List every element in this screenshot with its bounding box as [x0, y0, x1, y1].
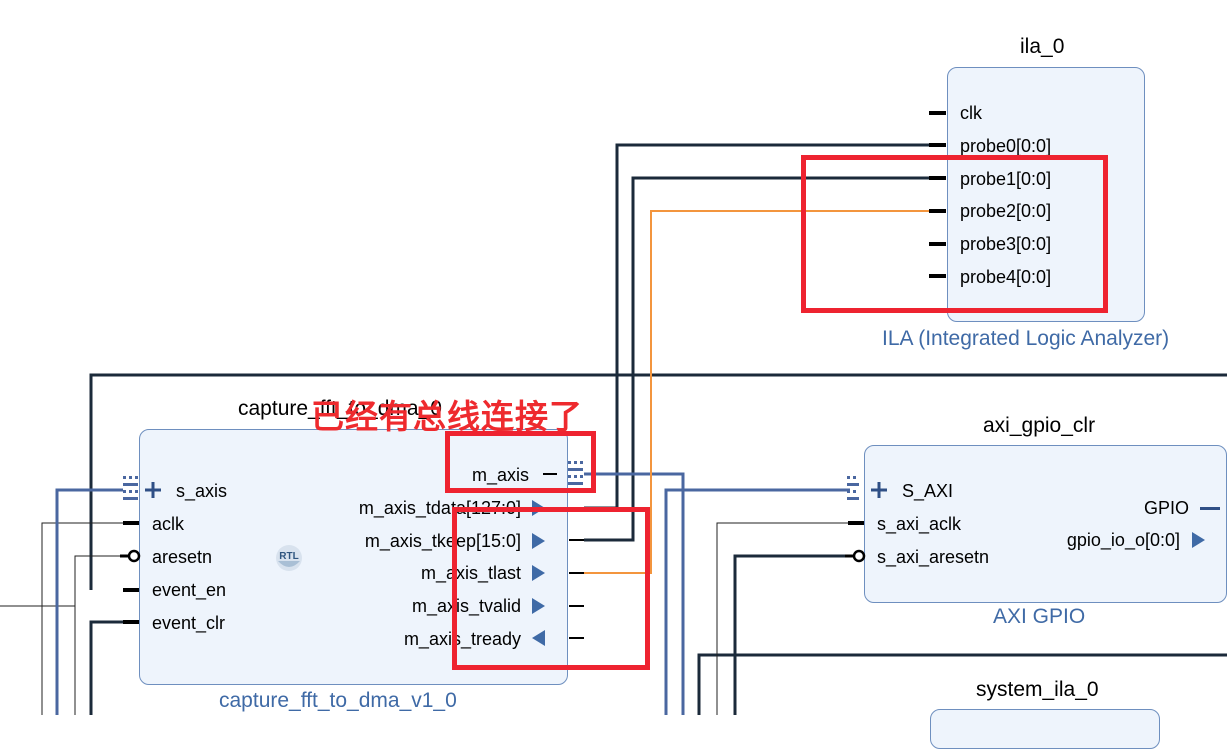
event-clr-stub[interactable]: [123, 620, 139, 624]
rtl-badge-label: RTL: [279, 551, 299, 562]
wiring-canvas: [0, 143, 1227, 715]
rtl-badge-icon: [276, 545, 302, 571]
m-axis-bus-icon[interactable]: [566, 459, 590, 489]
ila-pin-probe1: probe1[0:0]: [960, 169, 1052, 189]
gpio-block[interactable]: [864, 445, 1227, 603]
capture-block[interactable]: [139, 429, 568, 685]
annotation-box-m-axis: [445, 431, 596, 493]
ila-block[interactable]: [947, 67, 1145, 322]
capture-pin-tkeep: m_axis_tkeep[15:0]: [364, 531, 521, 551]
event-en-stub[interactable]: [123, 588, 139, 592]
m-axis-dash: [543, 473, 557, 475]
capture-right-arrows: [532, 500, 584, 646]
gpio-pin-gpio: GPIO: [1143, 498, 1189, 518]
annotation-box-signals: [452, 507, 650, 670]
bus-s-axi: [664, 488, 850, 715]
wire-gpio-aresetn: [733, 554, 857, 715]
capture-pin-aresetn: aresetn: [152, 547, 213, 567]
capture-pin-event-clr: event_clr: [152, 613, 226, 633]
gpio-output-arrow-icon: [1192, 532, 1205, 548]
wire-tlast-to-probe2: [584, 210, 938, 574]
ila-pin-stub-4[interactable]: [929, 242, 946, 246]
thin-wires: [0, 522, 850, 715]
system-ila-title: system_ila_0: [976, 678, 1099, 701]
wire-probe1: [584, 176, 938, 542]
ila-pin-probe0: probe0[0:0]: [960, 136, 1052, 156]
gpio-pin-aresetn: s_axi_aresetn: [877, 547, 990, 567]
ila-pin-stub-3[interactable]: [929, 209, 946, 213]
tvalid-output-arrow-icon: [532, 598, 545, 614]
capture-pin-tvalid: m_axis_tvalid: [411, 596, 521, 616]
aclk-stub[interactable]: [123, 521, 139, 525]
ila-pin-stub-5[interactable]: [929, 274, 946, 278]
gpio-pin-aclk: s_axi_aclk: [877, 514, 962, 534]
ila-pin-probe4: probe4[0:0]: [960, 267, 1052, 287]
capture-pin-s-axis: s_axis: [176, 481, 228, 501]
ila-pin-clk: clk: [960, 103, 982, 123]
tlast-output-arrow-icon: [532, 565, 545, 581]
s-axi-aclk-stub[interactable]: [848, 521, 864, 525]
capture-subtitle: capture_fft_to_dma_v1_0: [219, 689, 457, 712]
gpio-dash: [1200, 507, 1220, 510]
s-axi-bus-icon[interactable]: [845, 474, 893, 506]
ila-title: ila_0: [1020, 35, 1065, 58]
wire-system-ila: [697, 653, 1227, 715]
ila-pin-probe3: probe3[0:0]: [960, 234, 1052, 254]
ila-subtitle: ILA (Integrated Logic Analyzer): [882, 327, 1170, 350]
ila-pin-stub-0[interactable]: [929, 111, 946, 115]
capture-pin-tdata: m_axis_tdata[127:0]: [358, 498, 521, 518]
bus-wires: [55, 472, 850, 715]
ila-pin-probe2: probe2[0:0]: [960, 201, 1052, 221]
tkeep-output-arrow-icon: [532, 533, 545, 549]
annotation-text: 已经有总线连接了: [311, 398, 583, 435]
capture-pin-aclk: aclk: [152, 514, 185, 534]
annotation-box-probes: [801, 155, 1108, 313]
ila-pin-stub-2[interactable]: [929, 176, 946, 180]
gpio-pin-io-o: gpio_io_o[0:0]: [1066, 530, 1180, 550]
s-axi-aresetn-bubble-icon[interactable]: [845, 547, 869, 565]
s-axis-bus-icon[interactable]: [121, 474, 169, 506]
tready-input-arrow-icon: [532, 630, 545, 646]
bus-m-axis: [584, 472, 685, 715]
wire-event-clr: [89, 620, 123, 715]
gpio-title: axi_gpio_clr: [983, 414, 1096, 437]
wire-event-en: [89, 373, 1227, 590]
capture-pin-m-axis: m_axis: [471, 465, 529, 485]
gpio-pin-s-axi: S_AXI: [902, 481, 954, 501]
aresetn-bubble-icon[interactable]: [120, 547, 144, 565]
capture-pin-tlast: m_axis_tlast: [420, 563, 521, 583]
bus-s-axis: [55, 488, 123, 715]
ila-pin-stub-1[interactable]: [929, 143, 946, 147]
capture-pin-event-en: event_en: [152, 580, 227, 600]
capture-title: capture_fft_to_dma_0: [238, 397, 442, 420]
system-ila-block[interactable]: [930, 709, 1160, 749]
gpio-subtitle: AXI GPIO: [993, 605, 1086, 628]
capture-pin-tready: m_axis_tready: [403, 629, 521, 649]
